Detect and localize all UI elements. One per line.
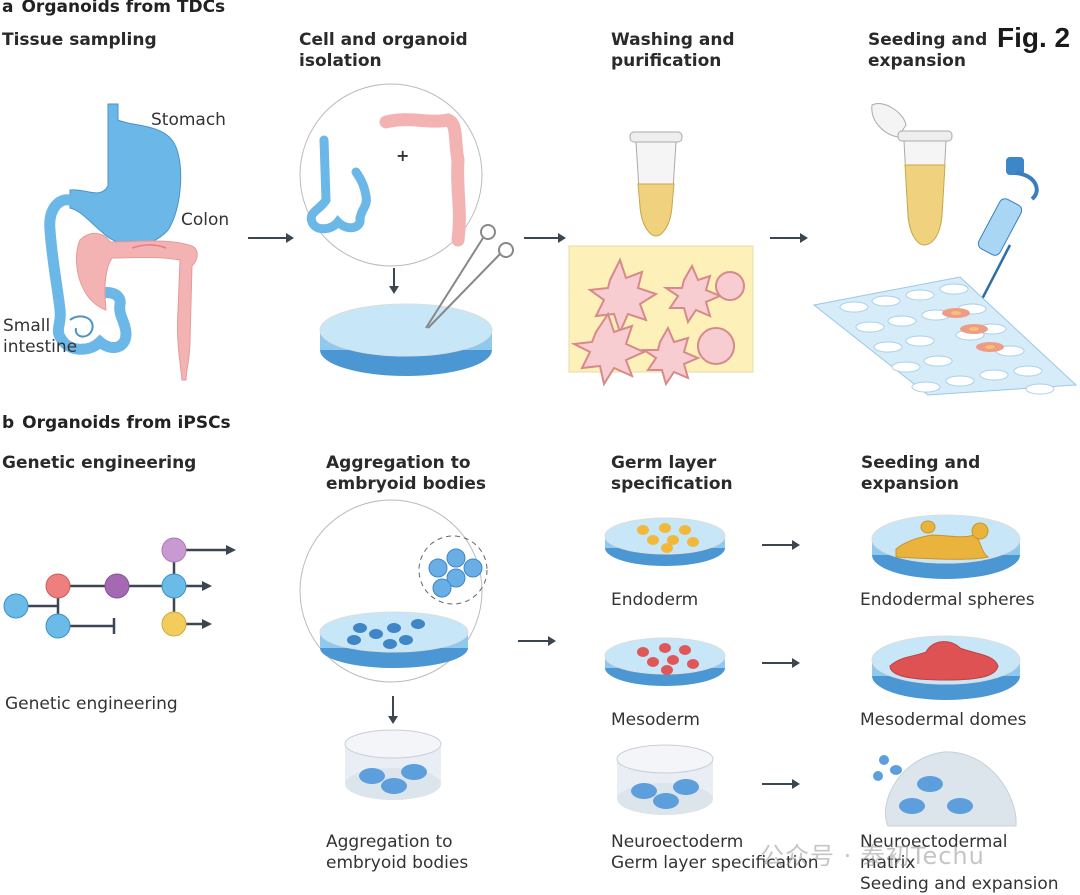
node-blue-1 [3,593,29,619]
washing-illustration [568,131,754,387]
label-mesodermal-domes: Mesodermal domes [860,710,1027,730]
scissors-icon [425,224,514,329]
step-cell-organoid-isolation: Cell and organoid isolation [299,30,468,71]
label-neuroectodermal-matrix: Neuroectodermal matrix Seeding and expan… [860,832,1059,894]
arrow-right-icon [762,540,800,550]
label-small-intestine: Small intestine [3,316,78,357]
label-colon: Colon [181,210,230,230]
open-tube-icon [871,103,953,246]
gi-tract-illustration [44,103,198,381]
step-aggregation: Aggregation to embryoid bodies [326,453,486,494]
node-purple [104,573,130,599]
mesoderm-dish [604,637,726,686]
watermark: 公众号 · 泰初Techu [760,842,985,870]
neuroectodermal-matrix-dome [873,751,1017,827]
panel-a-letter: a [2,0,14,17]
seeded-wells [942,308,1004,352]
caption-aggregation: Aggregation to embryoid bodies [326,832,469,873]
panel-a-title-text: Organoids from TDCs [21,0,226,17]
label-stomach: Stomach [151,110,226,130]
node-lilac [161,537,187,563]
label-neuroectoderm: Neuroectoderm Germ layer specification [611,832,819,873]
isolation-illustration: + [299,83,514,376]
step-germ-layer: Germ layer specification [611,453,733,494]
figure-label: Fig. 2 [997,22,1071,53]
step-seeding-expansion-b: Seeding and expansion [861,453,981,494]
seeding-illustration [812,103,1078,396]
embryoid-illustration [299,499,488,683]
node-red [45,573,71,599]
step-tissue-sampling: Tissue sampling [2,30,157,50]
pipette-icon [977,157,1039,304]
label-endodermal-spheres: Endodermal spheres [860,590,1035,610]
label-endoderm: Endoderm [611,590,699,610]
colon-fragment [379,113,466,247]
node-blue-2 [45,613,71,639]
panel-a-title: a Organoids from TDCs [2,0,225,17]
arrow-right-icon [524,233,566,243]
neuroectoderm-dish [616,744,714,815]
intestine-fragment [306,135,371,234]
node-yellow [161,611,187,637]
mesodermal-domes-dish [871,635,1021,700]
cells [347,619,425,649]
arrow-right-icon [762,779,800,789]
arrow-right-icon [762,658,800,668]
panel-b-title-text: Organoids from iPSCs [22,413,231,433]
organoids [570,257,745,387]
label-mesoderm: Mesoderm [611,710,700,730]
plus-sign: + [396,146,409,165]
caption-genetic-engineering: Genetic engineering [5,694,178,714]
colon-shape [76,233,198,381]
zoom-circle [418,535,488,605]
step-genetic-engineering: Genetic engineering [2,453,197,473]
petri-dish [319,303,493,357]
arrow-right-icon [248,233,294,243]
arrow-down-icon [388,696,398,724]
embryoid-dish [344,729,442,800]
arrow-right-icon [518,636,556,646]
gene-network-diagram [3,537,236,639]
small-intestine-shape [44,194,132,355]
endoderm-dish [604,517,726,566]
node-blue-3 [161,573,187,599]
panel-b-title: b Organoids from iPSCs [2,413,231,433]
step-washing-purification: Washing and purification [611,30,735,71]
arrow-right-icon [770,233,808,243]
magnify-circle [299,83,483,267]
tube-icon [629,131,683,237]
cell-cluster [428,548,483,598]
well-plate [812,276,1078,396]
panel-b-letter: b [2,413,15,433]
endodermal-spheres-dish [871,514,1021,579]
step-seeding-expansion-a: Seeding and expansion [868,30,988,71]
